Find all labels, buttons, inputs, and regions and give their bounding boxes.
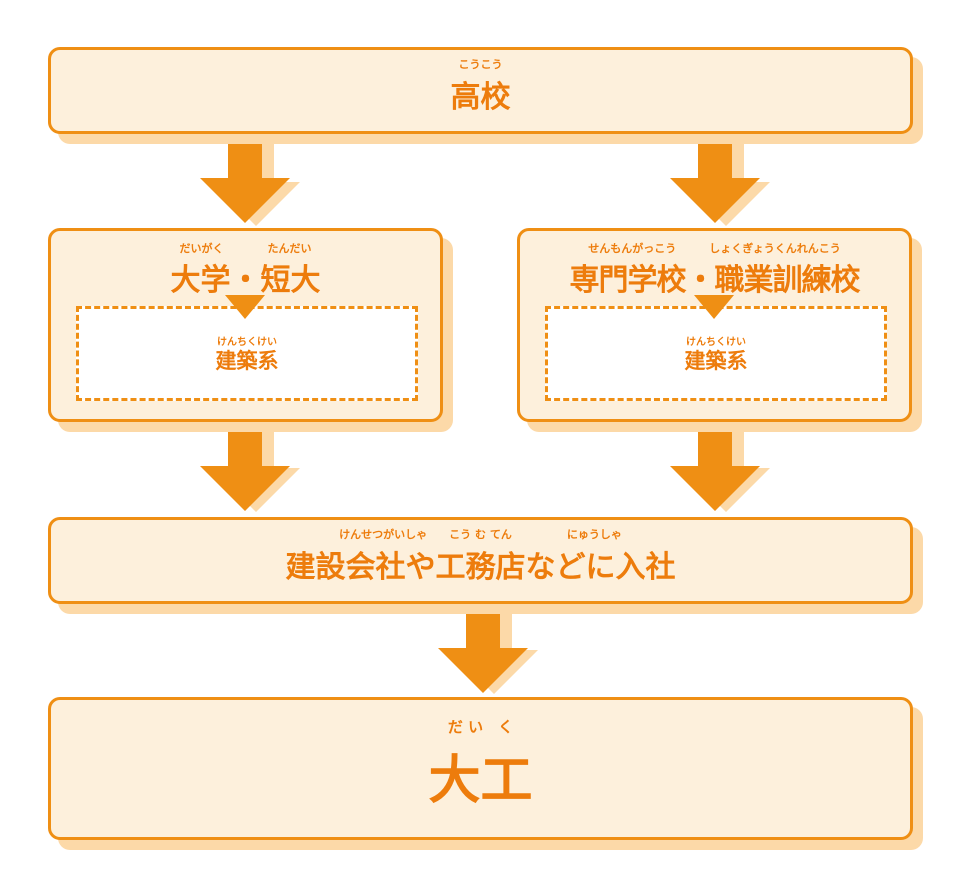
university-reading: だいがく たんだい [179,242,312,255]
company-reading: けんせつがいしゃ こう む てん にゅうしゃ [339,528,622,541]
university-dept-box: けんちくけい 建築系 [76,306,418,401]
vocational-dept-reading: けんちくけい [686,337,746,348]
vocational-reading: せんもんがっこう しょくぎょうくんれんこう [588,242,841,255]
university-label: 大学・短大 [170,263,321,298]
arrow-highschool-to-university [200,136,290,223]
node-high-school: こうこう 高校 [48,47,913,134]
vocational-inner-arrow [694,295,734,319]
node-carpenter: だ い く 大工 [48,697,913,840]
arrow-highschool-to-vocational [670,136,760,223]
node-company: けんせつがいしゃ こう む てん にゅうしゃ 建設会社や工務店などに入社 [48,517,913,604]
high-school-reading: こうこう [458,58,503,71]
vocational-label: 専門学校・職業訓練校 [569,263,861,298]
vocational-dept-box: けんちくけい 建築系 [545,306,887,401]
arrow-company-to-carpenter [438,606,528,693]
university-inner-arrow [225,295,265,319]
arrow-vocational-to-company [670,424,760,511]
vocational-dept-label: 建築系 [684,349,748,373]
university-dept-reading: けんちくけい [217,337,277,348]
company-label: 建設会社や工務店などに入社 [285,550,676,585]
university-dept-label: 建築系 [215,349,279,373]
node-vocational: せんもんがっこう しょくぎょうくんれんこう 専門学校・職業訓練校 けんちくけい … [517,228,912,422]
node-university: だいがく たんだい 大学・短大 けんちくけい 建築系 [48,228,443,422]
high-school-label: 高校 [450,80,511,115]
arrow-university-to-company [200,424,290,511]
carpenter-reading: だ い く [447,718,514,736]
carpenter-label: 大工 [428,751,533,811]
